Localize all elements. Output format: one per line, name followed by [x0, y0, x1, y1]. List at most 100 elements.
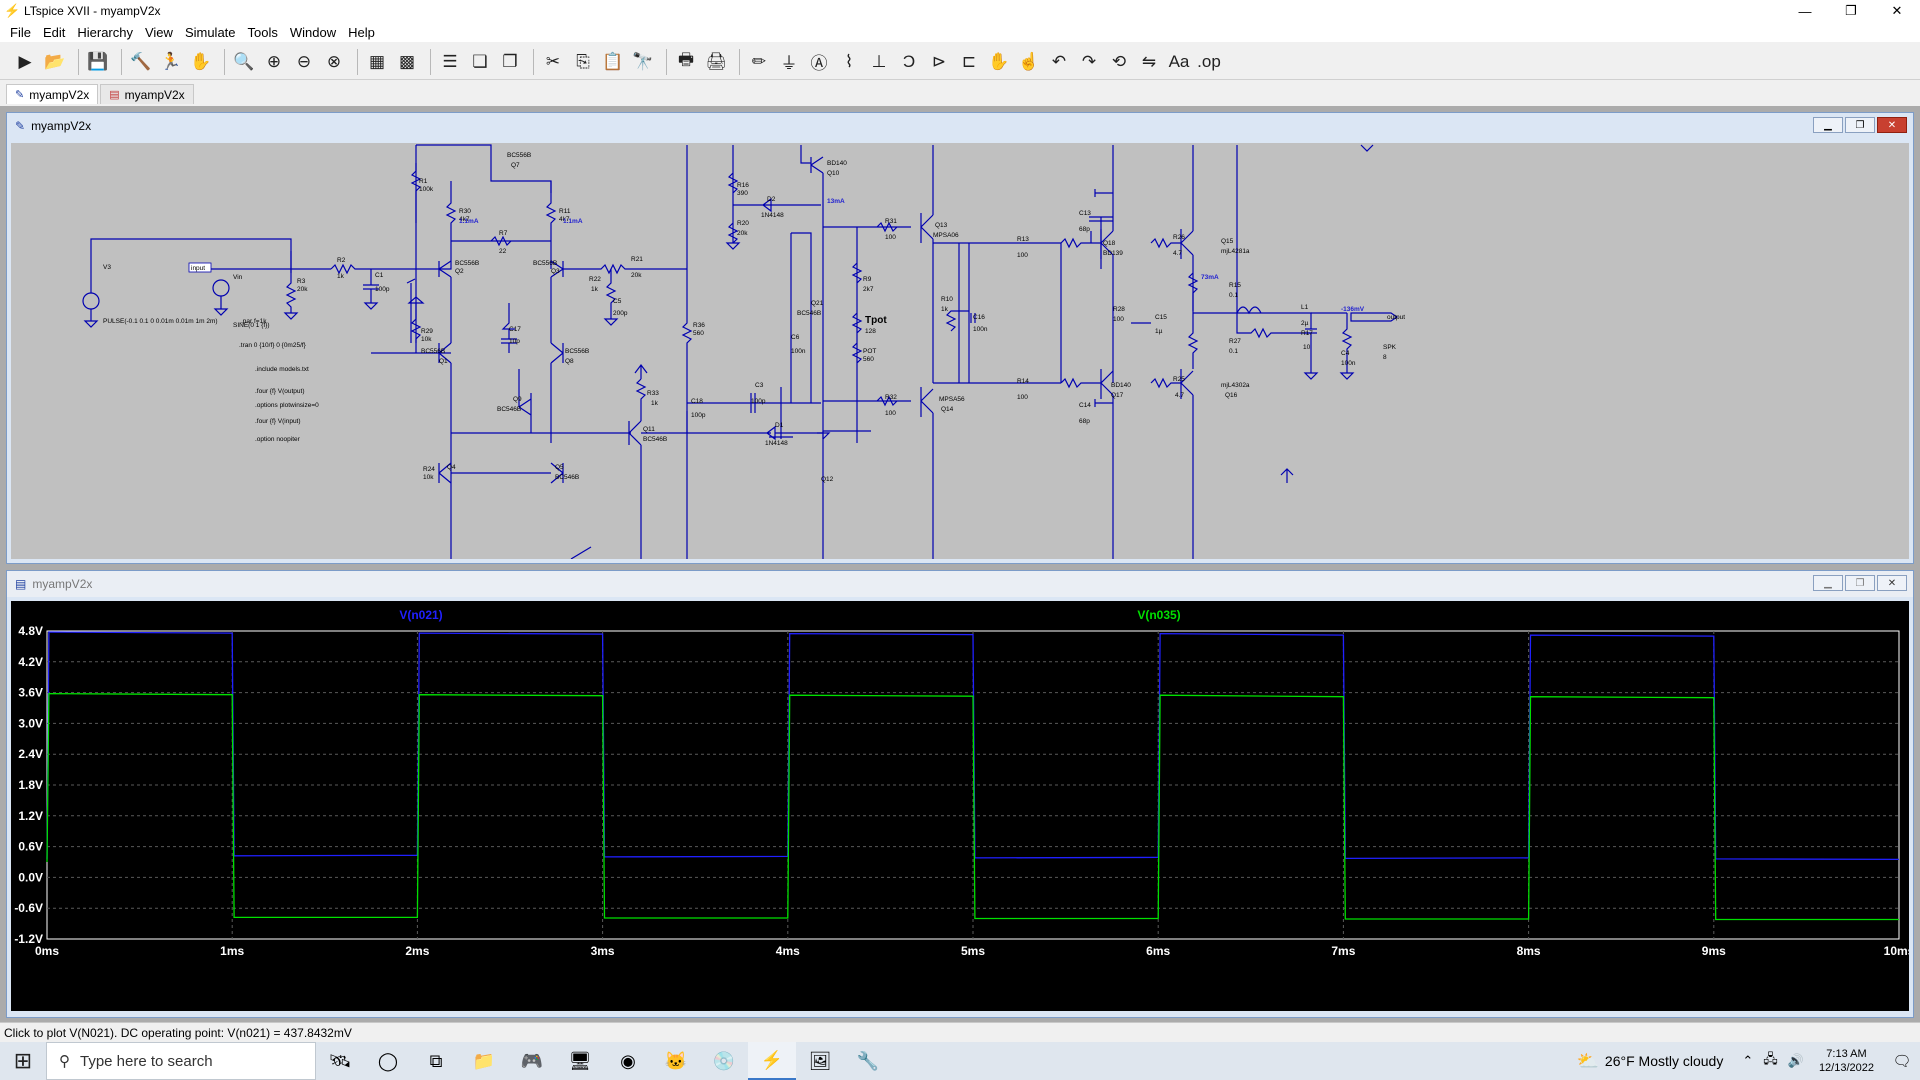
windows-start-icon[interactable]: ⊞ — [13, 1048, 33, 1073]
ltspice-taskbar-icon[interactable]: ⚡ — [748, 1042, 796, 1080]
y-tick-label: 3.6V — [18, 686, 43, 700]
chrome-icon[interactable]: ◉ — [620, 1050, 636, 1071]
restore-icon[interactable]: ❐ — [1845, 117, 1875, 133]
legend-label: V(n021) — [399, 608, 442, 622]
r20-value: 20k — [737, 230, 748, 237]
close-icon[interactable]: ✕ — [1877, 117, 1907, 133]
rotate-icon[interactable]: ⟲ — [1111, 51, 1127, 71]
wire — [790, 232, 812, 403]
open-icon[interactable]: 📂 — [44, 51, 66, 71]
pan-icon[interactable]: ✋ — [190, 51, 212, 71]
autorange-icon[interactable]: ▦ — [368, 51, 386, 71]
tab-waveform[interactable]: ▤ myampV2x — [100, 84, 194, 104]
cut-icon[interactable]: ✂ — [545, 51, 561, 71]
run-sim-icon[interactable]: 🏃 — [160, 51, 182, 71]
notification-icon[interactable]: 🗨 — [1892, 1053, 1912, 1070]
menu-window[interactable]: Window — [289, 24, 337, 40]
run-icon[interactable]: ▶ — [18, 51, 32, 71]
move-icon[interactable]: ✋ — [988, 51, 1010, 71]
spice-directive-icon[interactable]: .op — [1197, 51, 1221, 71]
github-icon[interactable]: 🐱 — [664, 1050, 688, 1071]
photos-icon[interactable]: 🖼 — [808, 1050, 832, 1071]
tab-schematic[interactable]: ✎ myampV2x — [6, 84, 99, 104]
tile-vertical-icon[interactable]: ❐ — [502, 51, 518, 71]
menu-view[interactable]: View — [144, 24, 173, 40]
task-view-icon[interactable]: ⧉ — [429, 1050, 443, 1071]
zoom-in-icon[interactable]: 🔍 — [233, 51, 255, 71]
copy-icon[interactable]: ⎘ — [576, 51, 590, 71]
taskbar-search[interactable]: ⚲ Type here to search — [46, 1042, 316, 1080]
find-icon[interactable]: 🔭 — [632, 51, 654, 71]
satellite-app-icon[interactable]: 🛰 — [328, 1050, 352, 1071]
menu-simulate[interactable]: Simulate — [184, 24, 236, 40]
menu-tools[interactable]: Tools — [247, 24, 278, 40]
menu-help[interactable]: Help — [348, 24, 375, 40]
v3-label: V3 — [103, 264, 111, 271]
waveform-plot[interactable]: 0ms1ms2ms3ms4ms5ms6ms7ms8ms9ms10ms4.8V4.… — [11, 601, 1909, 1011]
discord-icon[interactable]: 🎮 — [520, 1050, 544, 1071]
print-preview-icon[interactable]: 🖨 — [705, 51, 727, 71]
minimize-icon[interactable]: ▁ — [1813, 575, 1843, 591]
chevron-up-icon[interactable]: ⌃ — [1742, 1053, 1754, 1068]
schematic-drawing[interactable] — [11, 143, 1909, 559]
r20-label: R20 — [737, 220, 749, 227]
network-icon[interactable]: 🖧 — [1763, 1051, 1778, 1066]
weather-widget[interactable]: ⛅ 26°F Mostly cloudy — [1577, 1051, 1724, 1072]
q14-label: Q14 — [941, 406, 954, 413]
zoom-fit-icon[interactable]: ⊗ — [326, 51, 342, 71]
wire-icon[interactable]: ✏ — [751, 51, 767, 71]
resistor-icon[interactable]: ⌇ — [844, 51, 854, 71]
weather-text: 26°F Mostly cloudy — [1604, 1053, 1724, 1069]
audio-app-icon[interactable]: 💿 — [712, 1050, 736, 1071]
mirror-icon[interactable]: ⇋ — [1141, 51, 1157, 71]
d2-label: D2 — [767, 196, 776, 203]
ground-icon[interactable]: ⏚ — [780, 54, 798, 73]
zoom-pan-icon[interactable]: ⊕ — [266, 51, 282, 71]
minimize-icon[interactable]: ▁ — [1813, 117, 1843, 133]
diode-icon[interactable]: ⊳ — [931, 51, 947, 71]
directive-include: .include models.txt — [255, 366, 309, 373]
paste-icon[interactable]: 📋 — [602, 51, 624, 71]
clock[interactable]: 7:13 AM 12/13/2022 — [1819, 1047, 1874, 1075]
drag-icon[interactable]: ☝ — [1018, 51, 1040, 71]
minimize-icon[interactable]: — — [1798, 3, 1812, 19]
close-icon[interactable]: ✕ — [1877, 575, 1907, 591]
component-icon[interactable]: ⊏ — [961, 51, 977, 71]
capacitor-icon[interactable]: ⊥ — [871, 51, 887, 71]
text-icon[interactable]: Aa — [1168, 51, 1190, 71]
save-icon[interactable]: 💾 — [87, 51, 109, 71]
menu-file[interactable]: File — [10, 24, 31, 40]
print-icon[interactable]: 🖶 — [677, 50, 695, 69]
file-explorer-icon[interactable]: 📁 — [472, 1050, 496, 1071]
restore-icon[interactable]: ❐ — [1845, 575, 1875, 591]
redo-icon[interactable]: ↷ — [1081, 51, 1097, 71]
directive-tran: .tran 0 {10/f} 0 {0m25/f} — [239, 342, 307, 349]
tile-horizontal-icon[interactable]: ☰ — [442, 51, 458, 71]
resistor-symbol — [945, 310, 969, 332]
r16-label: R16 — [737, 182, 749, 189]
schematic-canvas[interactable]: input V3 Vin PULSE(-0.1 0.1 0 0.01m 0.01… — [11, 143, 1909, 559]
label-net-icon[interactable]: Ⓐ — [810, 54, 828, 73]
remote-desktop-icon[interactable]: 🖥 — [568, 1050, 592, 1071]
close-icon[interactable]: ✕ — [1891, 3, 1903, 18]
transistor-symbol — [518, 369, 532, 433]
grid-icon[interactable]: ▩ — [398, 51, 416, 71]
zoom-out-icon[interactable]: ⊖ — [296, 51, 312, 71]
transistor-symbol — [920, 145, 934, 383]
control-panel-icon[interactable]: 🔨 — [130, 51, 152, 71]
maximize-icon[interactable]: ❐ — [1845, 3, 1857, 18]
tpot-value: 128 — [865, 328, 876, 335]
r13-value: 100 — [1017, 252, 1028, 259]
waveform-plot-pane[interactable]: 0ms1ms2ms3ms4ms5ms6ms7ms8ms9ms10ms4.8V4.… — [11, 601, 1909, 1011]
volume-icon[interactable]: 🔊 — [1787, 1053, 1804, 1068]
toolbar-separator — [533, 48, 534, 75]
document-tabs: ✎ myampV2x ▤ myampV2x — [0, 82, 1920, 104]
tool-app-icon[interactable]: 🔧 — [856, 1050, 880, 1071]
y-tick-label: -1.2V — [14, 932, 43, 946]
cascade-icon[interactable]: ❏ — [472, 51, 488, 71]
menu-hierarchy[interactable]: Hierarchy — [77, 24, 133, 40]
inductor-icon[interactable]: Ɔ — [902, 51, 916, 71]
menu-edit[interactable]: Edit — [42, 24, 66, 40]
cortana-icon[interactable]: ◯ — [377, 1050, 399, 1071]
undo-icon[interactable]: ↶ — [1051, 51, 1067, 71]
